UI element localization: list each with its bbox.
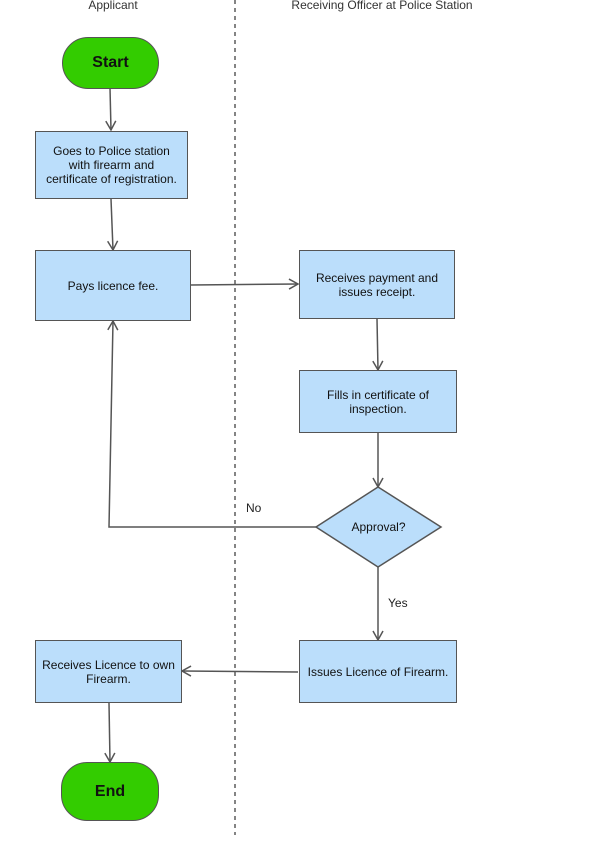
no-label: No xyxy=(246,501,262,515)
start-terminal: Start xyxy=(62,37,159,89)
yes-label: Yes xyxy=(388,596,408,610)
lane-label-applicant: Applicant xyxy=(88,0,138,12)
goes-to-station-box: Goes to Police station with firearm and … xyxy=(35,131,188,199)
receives-payment-box: Receives payment and issues receipt. xyxy=(299,250,455,319)
receives-licence-box: Receives Licence to own Firearm. xyxy=(35,640,182,703)
edge-issues-to-receives-licence xyxy=(180,665,299,677)
edge-pays-to-receives-payment xyxy=(190,278,300,290)
edge-goes-to-pays xyxy=(107,198,119,252)
lane-label-officer: Receiving Officer at Police Station xyxy=(291,0,473,12)
end-terminal: End xyxy=(61,762,159,821)
edge-approval-no xyxy=(107,319,316,528)
fills-certificate-box: Fills in certificate of inspection. xyxy=(299,370,457,433)
edge-start-to-goes xyxy=(105,87,117,132)
approval-diamond xyxy=(314,486,443,568)
edge-receives-licence-to-end xyxy=(104,702,116,764)
pays-fee-box: Pays licence fee. xyxy=(35,250,191,321)
approval-label: Approval? xyxy=(351,520,406,534)
issues-licence-box: Issues Licence of Firearm. xyxy=(299,640,457,703)
edge-receives-to-fills xyxy=(372,318,384,372)
